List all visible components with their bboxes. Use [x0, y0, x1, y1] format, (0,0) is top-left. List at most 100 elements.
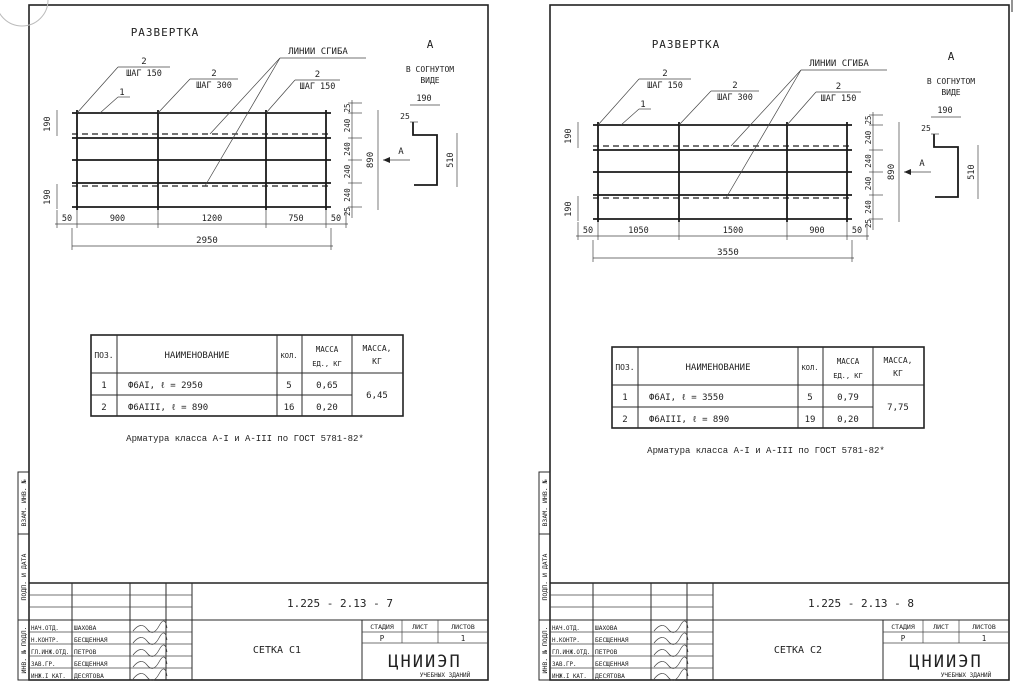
- dimension-label: 900: [809, 226, 824, 236]
- table-cell-unit-mass: 0,79: [837, 393, 859, 403]
- bent-section-shape: [412, 122, 438, 186]
- dimension-label: 510: [967, 164, 977, 179]
- table-cell-quantity: 16: [284, 403, 295, 413]
- view-label: А: [427, 38, 434, 51]
- staff-name: ШАХОВА: [74, 625, 97, 632]
- table-border: [611, 346, 925, 429]
- table-cell-name: Ф6АI, ℓ = 3550: [649, 393, 724, 403]
- sheet-frame: [549, 4, 1010, 681]
- staff-row: ГЛ.ИНЖ.ОТД.ПЕТРОВ: [31, 644, 168, 657]
- arrow-icon: [383, 157, 390, 163]
- staff-row: ГЛ.ИНЖ.ОТД. ПЕТРОВ: [552, 644, 689, 657]
- table-header: НАИМЕНОВАНИЕ: [685, 363, 750, 373]
- staff-row: ЗАВ.ГР.БЕСЩЕННАЯ: [31, 656, 168, 669]
- view-arrow-label: А: [398, 147, 404, 157]
- stage-value: Р: [380, 634, 385, 643]
- document-code: 1.225 - 2.13 - 7: [287, 597, 393, 610]
- organization-subtitle: УЧЕБНЫХ ЗДАНИЙ: [420, 672, 471, 679]
- leader-line: [265, 79, 296, 114]
- table-cell-quantity: 5: [286, 381, 291, 391]
- view-caption: ВИДЕ: [420, 76, 439, 85]
- dimension-label: 240: [864, 130, 873, 144]
- staff-name: ПЕТРОВ: [74, 649, 97, 656]
- arrow-icon: [904, 169, 911, 175]
- signature-mark: [132, 656, 168, 669]
- leader-line: [99, 96, 119, 114]
- side-stamp-label: ПОДП. И ДАТА: [20, 553, 28, 600]
- side-stamp-label: ВЗАМ. ИНВ. №: [541, 479, 549, 526]
- seal-stamp-fragment: [0, 0, 49, 27]
- dimension-label: 750: [288, 214, 303, 224]
- stage-header: ЛИСТ: [933, 623, 949, 631]
- staff-role: ЗАВ.ГР.: [552, 662, 576, 668]
- stage-value: Р: [901, 634, 906, 643]
- staff-name: ДЕСЯТОВА: [74, 673, 104, 680]
- leader-line: [209, 57, 281, 135]
- dimension-label: 240: [343, 142, 352, 156]
- view-caption: В СОГНУТОМ: [406, 65, 454, 74]
- dimension-label: 190: [564, 128, 574, 143]
- dimension-label: 25: [864, 219, 873, 228]
- dimension-label: 190: [43, 189, 53, 204]
- dimension-label: 240: [864, 176, 873, 190]
- document-code: 1.225 - 2.13 - 8: [808, 597, 914, 610]
- leader-line: [76, 66, 119, 114]
- table-header: МАССА: [837, 357, 860, 366]
- dimension-label: 25: [400, 112, 410, 121]
- staff-role: ИНЖ.I КАТ.: [552, 674, 587, 680]
- dimension-total: 3550: [717, 248, 739, 258]
- organization-logo: ЦНИИЭП: [909, 652, 982, 672]
- leader-count: 2: [732, 81, 737, 91]
- table-header: ПОЗ.: [615, 363, 634, 372]
- signature-mark: [653, 644, 689, 657]
- side-stamp-cell: [538, 619, 551, 681]
- side-stamp-label: ВЗАМ. ИНВ. №: [20, 479, 28, 526]
- staff-role: ГЛ.ИНЖ.ОТД.: [552, 650, 590, 656]
- leader-step: ШАГ 300: [196, 81, 232, 91]
- dimension-label: 190: [43, 116, 53, 131]
- side-stamp-label: ИНВ. № ПОДЛ.: [541, 627, 549, 674]
- leader-step: ШАГ 150: [647, 81, 683, 91]
- dimension-label: 190: [937, 106, 952, 116]
- table-header: НАИМЕНОВАНИЕ: [164, 351, 229, 361]
- stage-header: ЛИСТ: [412, 623, 428, 631]
- staff-name: БЕСЩЕННАЯ: [595, 637, 629, 644]
- dimension-label: 240: [343, 188, 352, 202]
- staff-row: ИНЖ.I КАТ. ДЕСЯТОВА: [552, 668, 689, 681]
- signature-mark: [653, 656, 689, 669]
- leader-step: ШАГ 150: [821, 94, 857, 104]
- leader-line: [786, 91, 817, 126]
- table-border: [90, 334, 404, 417]
- staff-name: БЕСЩЕННАЯ: [595, 661, 629, 668]
- table-header: КОЛ.: [281, 352, 298, 360]
- dimension-label: 25: [921, 124, 931, 133]
- dimension-label: 25: [343, 103, 352, 112]
- leader-step: ШАГ 300: [717, 93, 753, 103]
- dimension-label: 890: [887, 164, 897, 180]
- reinforcement-note: Арматура класса А-I и А-III по ГОСТ 5781…: [647, 446, 885, 456]
- sheets-count-value: 1: [982, 634, 987, 643]
- dimension-label: 50: [331, 214, 341, 224]
- table-header: КГ: [372, 357, 382, 366]
- stage-header: СТАДИЯ: [891, 623, 915, 631]
- side-stamp-label: ПОДП. И ДАТА: [541, 553, 549, 600]
- dimension-label: 510: [446, 152, 456, 167]
- staff-name: ШАХОВА: [595, 625, 618, 632]
- staff-name: ДЕСЯТОВА: [595, 673, 625, 680]
- table-cell-quantity: 5: [807, 393, 812, 403]
- organization-logo: ЦНИИЭП: [388, 652, 461, 672]
- table-header: ЕД., КГ: [833, 372, 863, 380]
- dimension-label: 1500: [723, 226, 743, 236]
- staff-name: ПЕТРОВ: [595, 649, 618, 656]
- staff-role: ИНЖ.I КАТ.: [31, 674, 66, 680]
